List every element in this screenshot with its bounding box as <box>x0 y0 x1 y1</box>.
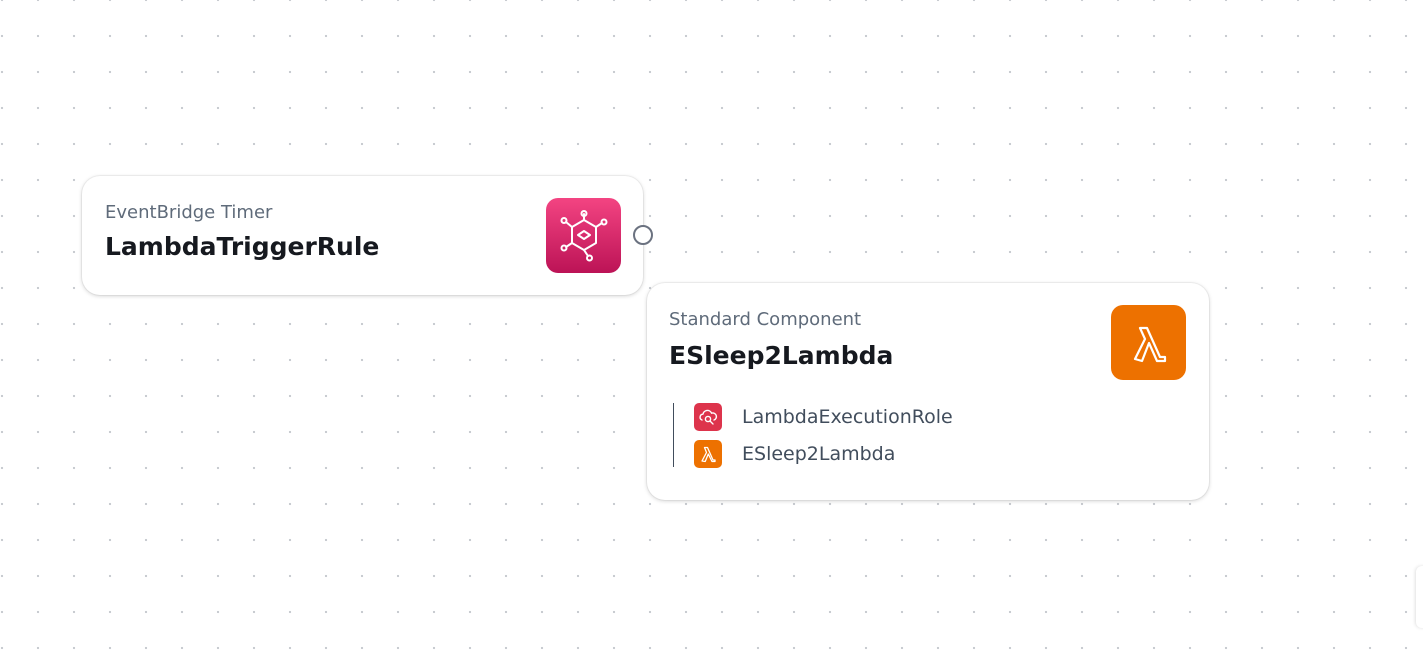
resource-label: LambdaExecutionRole <box>742 406 953 428</box>
iam-role-icon <box>694 403 722 431</box>
resource-item-lambda-execution-role[interactable]: LambdaExecutionRole <box>694 403 953 431</box>
node-name-label: LambdaTriggerRule <box>105 232 380 261</box>
node-name-label: ESleep2Lambda <box>669 341 894 370</box>
resource-list: LambdaExecutionRole ESleep2Lambda <box>673 403 953 468</box>
node-kind-label: EventBridge Timer <box>105 202 273 223</box>
resource-label: ESleep2Lambda <box>742 443 896 465</box>
node-kind-label: Standard Component <box>669 309 862 330</box>
node-lambda-trigger-rule[interactable]: EventBridge Timer LambdaTriggerRule <box>82 176 643 295</box>
side-panel-handle[interactable] <box>1416 566 1423 628</box>
node-esleep2lambda[interactable]: Standard Component ESleep2Lambda LambdaE… <box>647 283 1209 500</box>
lambda-icon <box>1111 305 1186 380</box>
output-port-handle[interactable] <box>633 225 653 245</box>
resource-item-esleep2lambda[interactable]: ESleep2Lambda <box>694 440 953 468</box>
eventbridge-icon <box>546 198 621 273</box>
lambda-icon <box>694 440 722 468</box>
